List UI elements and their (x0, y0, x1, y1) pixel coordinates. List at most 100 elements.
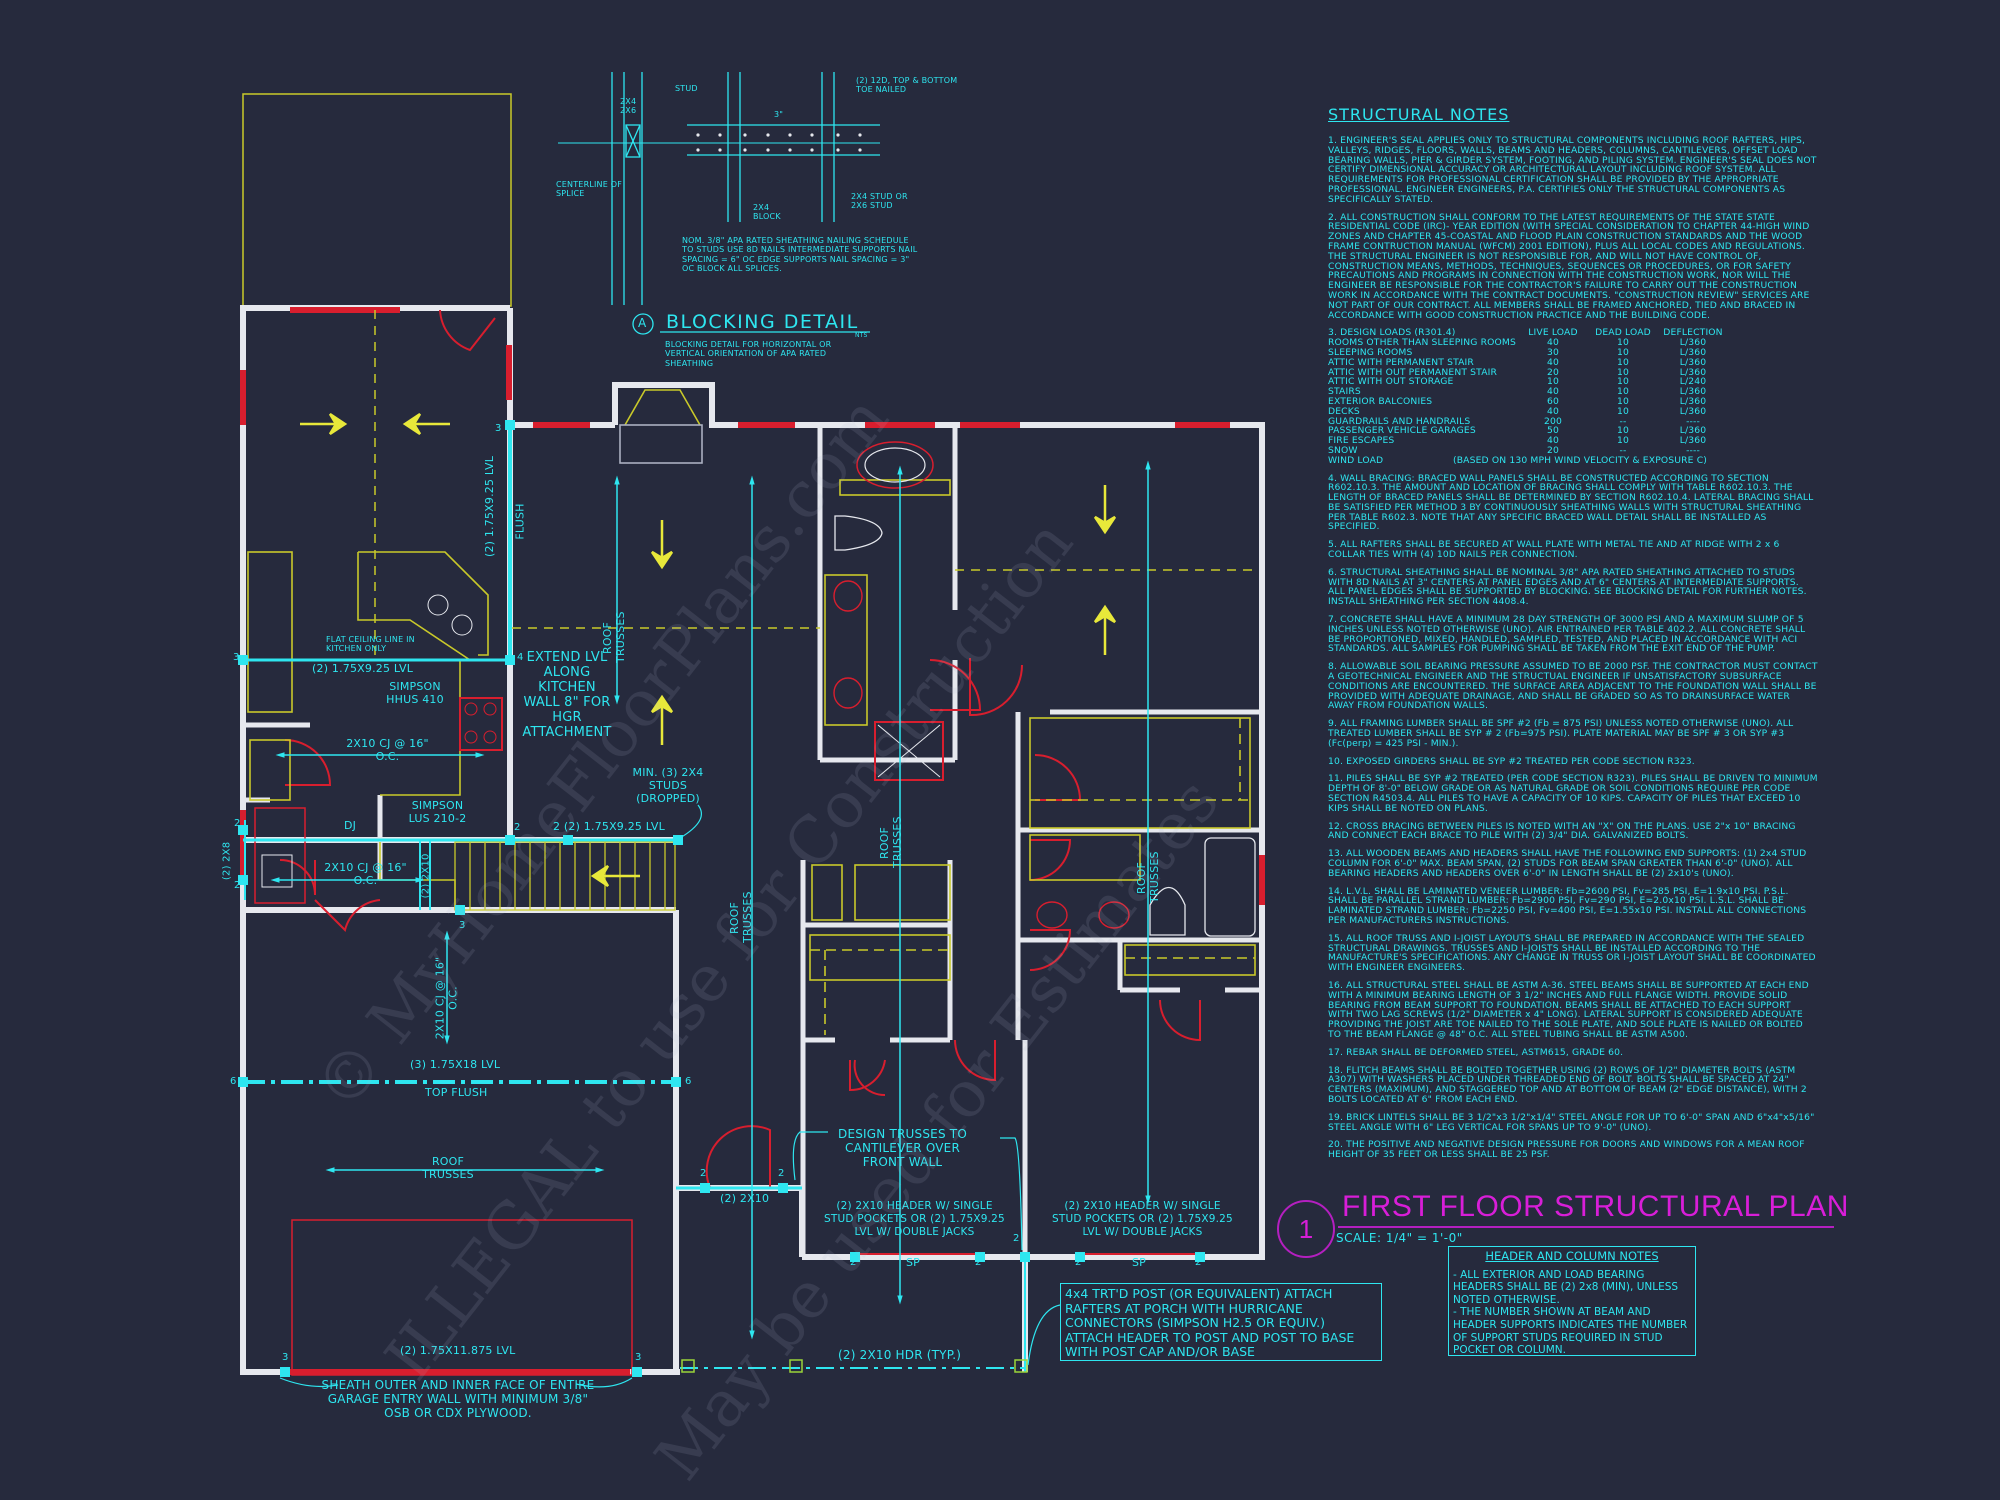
stud-count: 3 (282, 1352, 289, 1363)
stud-count: 2 (514, 822, 521, 833)
interior-walls (243, 425, 1262, 1257)
stud-count: 2 (234, 880, 241, 891)
extend-lvl-note: EXTEND LVL ALONG KITCHEN WALL 8" FOR HGR… (522, 650, 612, 740)
stud-count: 6 (685, 1076, 692, 1087)
blocking-detail-title: BLOCKING DETAIL (666, 311, 859, 333)
loads-col: 3. DESIGN LOADS (R301.4) (1328, 327, 1456, 339)
header-column-notes-title: HEADER AND COLUMN NOTES (1485, 1249, 1659, 1263)
note-17: 17. REBAR SHALL BE DEFORMED STEEL, ASTM6… (1328, 1046, 1624, 1058)
blocking-spacing-label: 3" (774, 110, 784, 119)
stair-lvl-label: 2 (2) 1.75x9.25 LVL (553, 820, 665, 833)
note-1: 1. ENGINEER'S SEAL APPLIES ONLY TO STRUC… (1328, 135, 1817, 205)
side-2x8-label: (2) 2x8 (221, 841, 233, 881)
blocking-detail-description: BLOCKING DETAIL FOR HORIZONTAL OR VERTIC… (665, 340, 832, 368)
porch-2x10-label: (2) 2x10 (720, 1192, 770, 1205)
note-20: 20. THE POSITIVE AND NEGATIVE DESIGN PRE… (1328, 1139, 1805, 1161)
blocking-nails-label: (2) 12d, TOP & BOTTOM TOE NAILED (856, 76, 958, 95)
stud-count: 2 (975, 1257, 982, 1268)
flush-label: FLUSH (513, 503, 527, 540)
beams (243, 425, 1026, 1372)
stud-count: 2 (1075, 1257, 1082, 1268)
plan-title-underline (1338, 1226, 1834, 1228)
design-loads-header: 3. DESIGN LOADS (R301.4) LIVE LOAD DEAD … (1328, 328, 1818, 338)
porch-header-label: (2) 2x10 HDR (TYP.) (838, 1348, 962, 1362)
note-13: 13. ALL WOODEN BEAMS AND HEADERS SHALL H… (1328, 848, 1807, 879)
note-10: 10. EXPOSED GIRDERS SHALL BE SYP #2 TREA… (1328, 755, 1695, 767)
header-note-left: (2) 2x10 HEADER W/ SINGLE STUD POCKETS O… (824, 1200, 1005, 1238)
min-studs-label: MIN. (3) 2x4 STUDS (DROPPED) (632, 766, 704, 805)
blocking-detail-graphic (558, 72, 880, 305)
stud-count: 2 (1013, 1233, 1020, 1244)
note-18: 18. FLITCH BEAMS SHALL BE BOLTED TOGETHE… (1328, 1064, 1807, 1105)
stud-count: 2 (1195, 1257, 1202, 1268)
loads-col: DEFLECTION (1663, 327, 1723, 339)
detail-callout-circle (632, 313, 654, 335)
roof-trusses-label-garage: ROOF TRUSSES (422, 1155, 474, 1181)
blocking-stud-label: STUD (675, 84, 698, 93)
design-loads-table: 3. DESIGN LOADS (R301.4) LIVE LOAD DEAD … (1328, 328, 1818, 465)
roof-trusses-label-4: ROOF TRUSSES (1135, 851, 1161, 903)
garage-door (291, 1219, 633, 1376)
plan-scale: SCALE: 1/4" = 1'-0" (1336, 1231, 1463, 1245)
loads-col: LIVE LOAD (1528, 327, 1578, 339)
plan-number: 1 (1298, 1213, 1314, 1244)
note-15: 15. ALL ROOF TRUSS AND I-JOIST LAYOUTS S… (1328, 932, 1816, 974)
note-8: 8. ALLOWABLE SOIL BEARING PRESSURE ASSUM… (1328, 661, 1818, 712)
garage-header-label: (2) 1.75x11.875 LVL (400, 1344, 516, 1357)
simpson-lus-label: SIMPSON LUS 210-2 (408, 799, 467, 825)
porch-post-note-text: 4x4 TRT'D POST (OR EQUIVALENT) ATTACH RA… (1065, 1286, 1355, 1360)
stud-count: 3 (495, 423, 502, 434)
sp-label-right: SP (1132, 1256, 1147, 1269)
doors (279, 309, 1201, 1189)
note-7: 7. CONCRETE SHALL HAVE A MINIMUM 28 DAY … (1328, 614, 1806, 655)
stud-count: 3 (459, 920, 466, 931)
sheath-note: SHEATH OUTER AND INNER FACE OF ENTIRE GA… (321, 1378, 595, 1420)
stud-count: 2 (700, 1168, 707, 1179)
roof-trusses-label-3: ROOF TRUSSES (878, 816, 904, 868)
note-4: 4. WALL BRACING: BRACED WALL PANELS SHAL… (1328, 472, 1814, 533)
design-trusses-note: DESIGN TRUSSES TO CANTILEVER OVER FRONT … (838, 1127, 967, 1169)
header-column-note: - ALL EXTERIOR AND LOAD BEARING HEADERS … (1453, 1268, 1679, 1306)
stud-count: 2 (850, 1257, 857, 1268)
laundry-cj-label: 2x10 CJ @ 16" O.C. (324, 861, 407, 887)
stud-count: 2 (234, 818, 241, 829)
structural-notes: STRUCTURAL NOTES 1. ENGINEER'S SEAL APPL… (1328, 106, 1818, 1168)
note-12: 12. CROSS BRACING BETWEEN PILES IS NOTED… (1328, 820, 1796, 842)
blocking-block-label: 2x4 BLOCK (753, 203, 781, 222)
note-14: 14. L.V.L. SHALL BE LAMINATED VENEER LUM… (1328, 885, 1807, 926)
stair-2x10-label: (2) 2x10 (420, 853, 432, 899)
stud-count: 2 (778, 1168, 785, 1179)
stud-count: 3 (635, 1352, 642, 1363)
blocking-centerline-label: CENTERLINE OF SPLICE (556, 180, 623, 199)
plan-number-circle: 1 (1277, 1200, 1335, 1258)
dj-label: DJ (344, 819, 357, 832)
support-posts (238, 420, 1205, 1377)
blocking-size-label: 2x4 2x6 (620, 97, 637, 116)
sp-label-left: SP (906, 1256, 921, 1269)
blocking-stud-alt-label: 2x4 STUD OR 2x6 STUD (851, 192, 908, 211)
windows (240, 307, 1265, 1375)
note-6: 6. STRUCTURAL SHEATHING SHALL BE NOMINAL… (1328, 566, 1807, 608)
garage-lvl18-label: (3) 1.75x18 LVL (410, 1058, 501, 1071)
note-19: 19. BRICK LINTELS SHALL BE 3 1/2"x3 1/2"… (1328, 1111, 1815, 1133)
note-11: 11. PILES SHALL BE SYP #2 TREATED (PER C… (1328, 773, 1818, 814)
top-flush-label: TOP FLUSH (425, 1086, 488, 1099)
simpson-hhus-label: SIMPSON HHUS 410 (386, 680, 444, 706)
flat-ceiling-label: FLAT CEILING LINE IN KITCHEN ONLY (326, 635, 415, 654)
structural-notes-title: STRUCTURAL NOTES (1328, 105, 1510, 124)
note-2: 2. ALL CONSTRUCTION SHALL CONFORM TO THE… (1328, 211, 1810, 321)
header-note-right: (2) 2x10 HEADER W/ SINGLE STUD POCKETS O… (1052, 1200, 1233, 1238)
header-column-notes: HEADER AND COLUMN NOTES - ALL EXTERIOR A… (1448, 1246, 1696, 1356)
vertical-lvl-label: (2) 1.75x9.25 LVL (483, 455, 497, 558)
header-column-note: - THE NUMBER SHOWN AT BEAM AND HEADER SU… (1453, 1306, 1688, 1357)
